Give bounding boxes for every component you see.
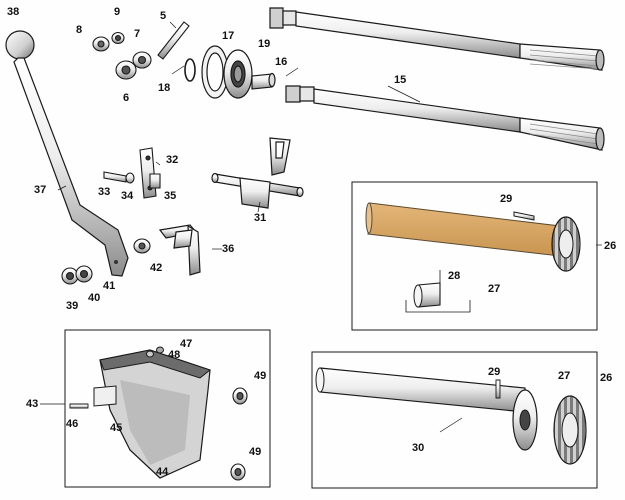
callout-29-upper: 29 bbox=[500, 193, 513, 205]
gear-lever-knob bbox=[5, 30, 35, 60]
callout-47: 47 bbox=[180, 338, 193, 350]
gear-lever-shank bbox=[13, 57, 129, 277]
callout-42: 42 bbox=[150, 262, 163, 274]
callout-9: 9 bbox=[114, 6, 121, 18]
callout-35: 35 bbox=[164, 190, 177, 202]
callout-7: 7 bbox=[134, 28, 141, 40]
upper-shaft bbox=[269, 7, 605, 71]
callout-26-lower: 26 bbox=[600, 372, 613, 384]
lever-small-parts bbox=[92, 21, 190, 80]
pin-5 bbox=[157, 21, 190, 60]
callout-36: 36 bbox=[222, 243, 235, 255]
callout-46: 46 bbox=[66, 418, 79, 430]
bolt-33 bbox=[103, 171, 127, 183]
callout-33: 33 bbox=[98, 186, 111, 198]
bush-35 bbox=[149, 173, 161, 189]
plate-45 bbox=[93, 385, 117, 407]
callout-27-upper: 27 bbox=[488, 283, 501, 295]
washer-48 bbox=[146, 350, 154, 358]
alt-layshaft-box bbox=[311, 351, 598, 489]
lower-shaft-15 bbox=[285, 85, 605, 151]
grommets-49 bbox=[230, 387, 248, 481]
callout-18: 18 bbox=[158, 82, 171, 94]
nut-47 bbox=[156, 346, 164, 354]
callout-27-lower: 27 bbox=[558, 370, 571, 382]
layshaft-highlighted bbox=[367, 202, 561, 257]
callout-28: 28 bbox=[448, 270, 461, 282]
pin-29a bbox=[513, 211, 535, 221]
callout-15: 15 bbox=[394, 74, 407, 86]
selector-lever-36 bbox=[158, 224, 201, 276]
callout-5: 5 bbox=[160, 10, 167, 22]
leader-lines bbox=[57, 21, 602, 433]
bolt-46 bbox=[69, 403, 89, 409]
washer-34 bbox=[125, 172, 135, 184]
callout-38: 38 bbox=[7, 6, 20, 18]
callout-31: 31 bbox=[254, 212, 267, 224]
callout-40: 40 bbox=[88, 292, 101, 304]
circlip-18 bbox=[184, 58, 196, 82]
callout-45: 45 bbox=[110, 422, 123, 434]
callout-49-lower: 49 bbox=[249, 446, 262, 458]
callout-6: 6 bbox=[123, 92, 130, 104]
callout-39: 39 bbox=[66, 300, 79, 312]
gear-lever bbox=[5, 30, 129, 277]
cover-box bbox=[40, 329, 271, 488]
callout-32: 32 bbox=[166, 154, 179, 166]
callout-34: 34 bbox=[121, 190, 134, 202]
washers-group bbox=[61, 238, 151, 285]
callout-49-upper: 49 bbox=[254, 370, 267, 382]
callout-30: 30 bbox=[412, 442, 425, 454]
callout-41: 41 bbox=[103, 280, 116, 292]
callout-37: 37 bbox=[34, 184, 47, 196]
selector-fork-31 bbox=[211, 137, 304, 209]
callout-8: 8 bbox=[76, 24, 83, 36]
bracket-group bbox=[103, 147, 161, 199]
callout-43: 43 bbox=[26, 398, 39, 410]
callout-29-lower: 29 bbox=[488, 366, 501, 378]
callout-16: 16 bbox=[275, 56, 288, 68]
callout-48: 48 bbox=[168, 349, 181, 361]
pin-29b bbox=[495, 379, 501, 399]
callout-26-upper: 26 bbox=[604, 240, 617, 252]
layshaft-box bbox=[351, 181, 598, 331]
bearing-group bbox=[184, 45, 276, 99]
callout-17: 17 bbox=[222, 30, 235, 42]
callout-19: 19 bbox=[258, 38, 271, 50]
callout-44: 44 bbox=[156, 466, 169, 478]
